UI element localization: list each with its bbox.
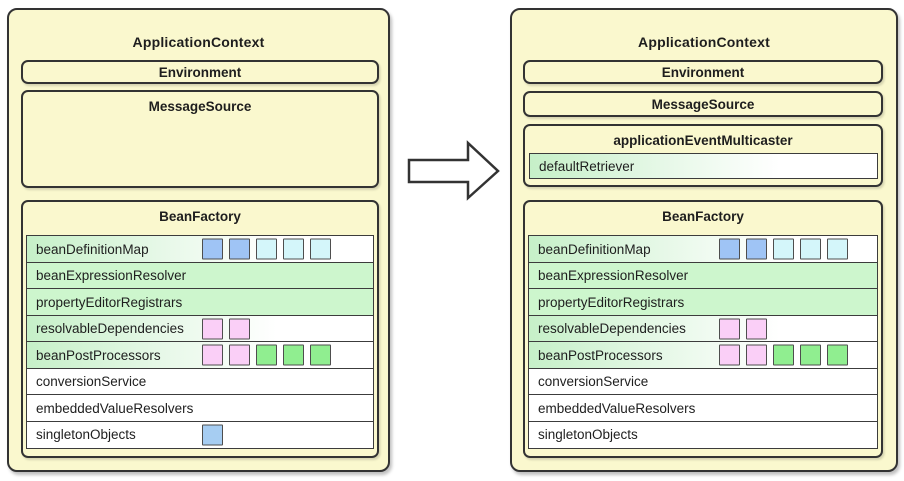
row-label: conversionService bbox=[538, 374, 649, 390]
bean-squares bbox=[719, 344, 848, 366]
green-bean-square bbox=[800, 344, 821, 366]
pink-bean-square bbox=[202, 344, 223, 366]
row-label: beanPostProcessors bbox=[538, 347, 663, 363]
row-label: propertyEditorRegistrars bbox=[538, 294, 685, 310]
row-propertyEditorRegistrars: propertyEditorRegistrars bbox=[26, 288, 374, 317]
pink-bean-square bbox=[746, 344, 767, 366]
cyan-bean-square bbox=[773, 238, 794, 260]
message-source-label: MessageSource bbox=[651, 96, 755, 112]
application-event-multicaster-box: applicationEventMulticaster defaultRetri… bbox=[523, 124, 883, 187]
cyan-bean-square bbox=[827, 238, 848, 260]
row-resolvableDependencies: resolvableDependencies bbox=[528, 314, 878, 343]
bean-factory-box: BeanFactory beanDefinitionMap beanExpress… bbox=[21, 200, 379, 458]
row-beanPostProcessors: beanPostProcessors bbox=[528, 341, 878, 370]
row-label: beanExpressionResolver bbox=[36, 268, 187, 284]
panel-title: ApplicationContext bbox=[638, 34, 770, 50]
row-label: resolvableDependencies bbox=[36, 321, 184, 337]
row-label: conversionService bbox=[36, 374, 147, 390]
bean-factory-rows: beanDefinitionMap beanExpressionResolver p… bbox=[26, 235, 374, 449]
bean-factory-title: BeanFactory bbox=[662, 209, 744, 224]
row-label: beanPostProcessors bbox=[36, 347, 161, 363]
row-label: embeddedValueResolvers bbox=[36, 400, 194, 416]
environment-box: Environment bbox=[523, 60, 883, 84]
green-bean-square bbox=[773, 344, 794, 366]
cyan-bean-square bbox=[283, 238, 304, 260]
message-source-box: MessageSource bbox=[21, 90, 379, 188]
bean-squares bbox=[719, 318, 767, 340]
row-label: resolvableDependencies bbox=[538, 321, 686, 337]
bean-factory-title: BeanFactory bbox=[159, 209, 241, 224]
blue-bean-square bbox=[719, 238, 740, 260]
blue-bean-square bbox=[746, 238, 767, 260]
pink-bean-square bbox=[719, 318, 740, 340]
row-propertyEditorRegistrars: propertyEditorRegistrars bbox=[528, 288, 878, 317]
row-conversionService: conversionService bbox=[528, 367, 878, 396]
row-label: propertyEditorRegistrars bbox=[36, 294, 183, 310]
environment-box: Environment bbox=[21, 60, 379, 84]
row-conversionService: conversionService bbox=[26, 367, 374, 396]
row-label: embeddedValueResolvers bbox=[538, 400, 696, 416]
green-bean-square bbox=[310, 344, 331, 366]
row-label: beanDefinitionMap bbox=[36, 241, 149, 257]
panel-title: ApplicationContext bbox=[132, 34, 265, 50]
application-context-before-panel: ApplicationContext Environment MessageSo… bbox=[7, 8, 390, 472]
transition-arrow-icon bbox=[405, 140, 501, 202]
pink-bean-square bbox=[229, 318, 250, 340]
green-bean-square bbox=[827, 344, 848, 366]
message-source-title: MessageSource bbox=[148, 99, 252, 114]
skyblue-bean-square bbox=[202, 424, 223, 446]
message-source-box: MessageSource bbox=[523, 91, 883, 117]
row-label: beanExpressionResolver bbox=[538, 268, 689, 284]
bean-squares bbox=[202, 424, 223, 446]
row-singletonObjects: singletonObjects bbox=[528, 420, 878, 449]
row-beanDefinitionMap: beanDefinitionMap bbox=[26, 235, 374, 264]
row-label: beanDefinitionMap bbox=[538, 241, 651, 257]
cyan-bean-square bbox=[310, 238, 331, 260]
bean-squares bbox=[719, 238, 848, 260]
row-beanDefinitionMap: beanDefinitionMap bbox=[528, 235, 878, 264]
pink-bean-square bbox=[202, 318, 223, 340]
row-defaultRetriever: defaultRetriever bbox=[529, 153, 878, 179]
row-resolvableDependencies: resolvableDependencies bbox=[26, 314, 374, 343]
environment-label: Environment bbox=[158, 64, 242, 80]
pink-bean-square bbox=[746, 318, 767, 340]
multicaster-rows: defaultRetriever bbox=[529, 153, 878, 179]
row-singletonObjects: singletonObjects bbox=[26, 420, 374, 449]
green-bean-square bbox=[283, 344, 304, 366]
row-label: singletonObjects bbox=[36, 427, 136, 443]
bean-squares bbox=[202, 344, 331, 366]
pink-bean-square bbox=[229, 344, 250, 366]
bean-factory-rows: beanDefinitionMap beanExpressionResolver p… bbox=[528, 235, 878, 449]
pink-bean-square bbox=[719, 344, 740, 366]
blue-bean-square bbox=[229, 238, 250, 260]
cyan-bean-square bbox=[256, 238, 277, 260]
green-bean-square bbox=[256, 344, 277, 366]
row-label: singletonObjects bbox=[538, 427, 638, 443]
environment-label: Environment bbox=[661, 64, 745, 80]
application-context-after-panel: ApplicationContext Environment MessageSo… bbox=[510, 8, 898, 472]
bean-factory-box: BeanFactory beanDefinitionMap beanExpress… bbox=[523, 200, 883, 458]
bean-squares bbox=[202, 318, 250, 340]
bean-squares bbox=[202, 238, 331, 260]
application-event-multicaster-title: applicationEventMulticaster bbox=[613, 133, 793, 148]
row-embeddedValueResolvers: embeddedValueResolvers bbox=[26, 394, 374, 423]
row-embeddedValueResolvers: embeddedValueResolvers bbox=[528, 394, 878, 423]
blue-bean-square bbox=[202, 238, 223, 260]
row-beanExpressionResolver: beanExpressionResolver bbox=[26, 261, 374, 290]
row-beanPostProcessors: beanPostProcessors bbox=[26, 341, 374, 370]
row-beanExpressionResolver: beanExpressionResolver bbox=[528, 261, 878, 290]
cyan-bean-square bbox=[800, 238, 821, 260]
row-label: defaultRetriever bbox=[539, 158, 635, 174]
